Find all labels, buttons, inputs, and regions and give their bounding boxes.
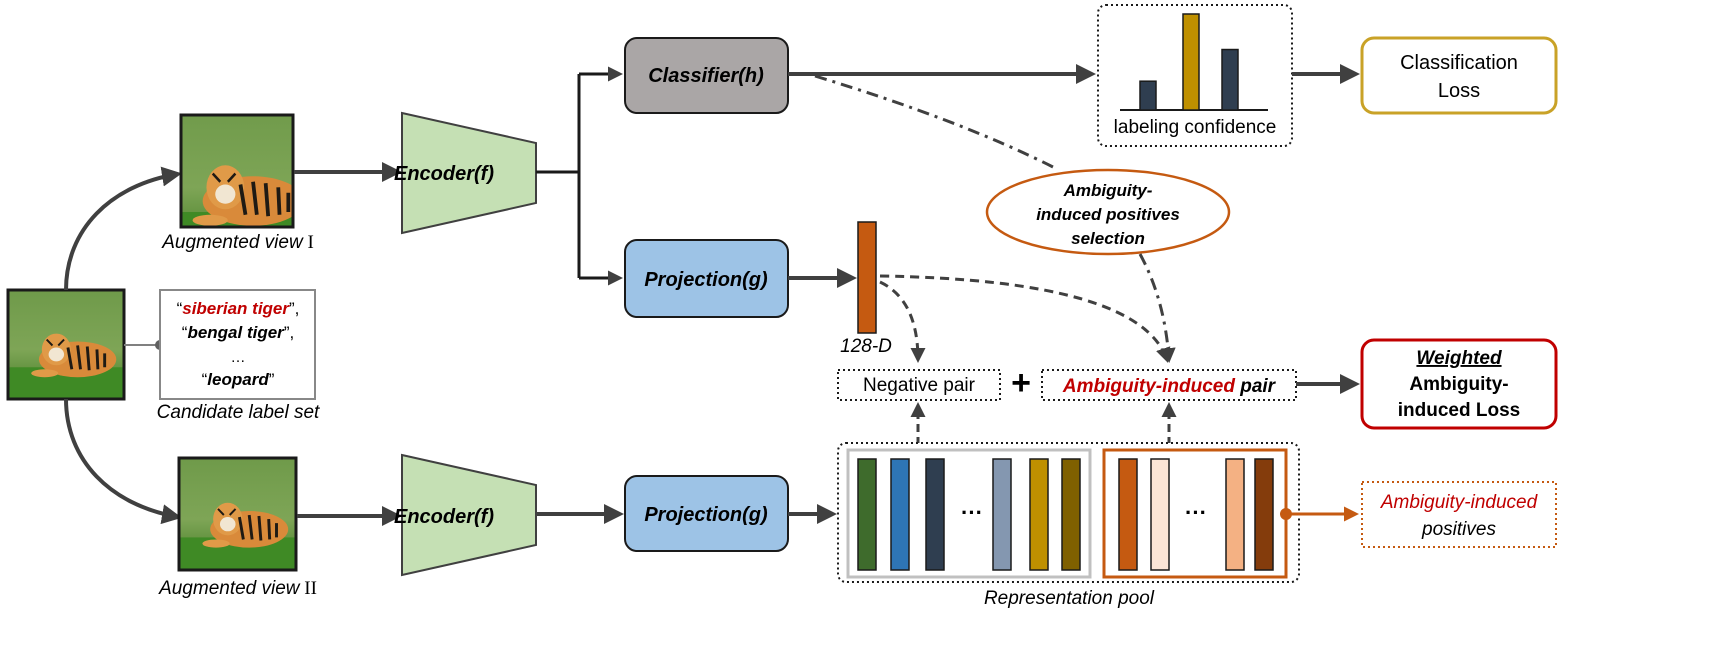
negative-pair-label: Negative pair <box>863 375 976 396</box>
pool-negative-bar <box>1029 458 1049 571</box>
weighted-loss-box <box>1360 338 1558 430</box>
encoder-2 <box>401 453 537 577</box>
pool-positives-ellipsis: ··· <box>1185 500 1207 525</box>
pool-negative-bars <box>857 458 1081 571</box>
positives-output-line-1: Ambiguity-induced <box>1380 492 1539 513</box>
pool-negatives-ellipsis: ··· <box>961 500 983 525</box>
dashdot-selection-to-pair <box>1138 253 1176 363</box>
pool-positive-bar <box>1254 458 1274 571</box>
augmented-view-2-caption: Augmented view II <box>158 578 317 599</box>
augmented-view-1-caption: Augmented view I <box>161 232 314 253</box>
augmented-view-2 <box>177 456 298 572</box>
input-image <box>6 288 126 401</box>
pool-positive-bar <box>1150 458 1170 571</box>
weighted-loss-line-2: Ambiguity- <box>1409 374 1508 395</box>
feature-dim-label: 128-D <box>840 336 892 357</box>
selection-line-1: Ambiguity- <box>1063 181 1153 200</box>
encoder-1-label: Encoder(f) <box>394 163 494 185</box>
projection-2-label: Projection(g) <box>644 504 768 526</box>
positives-output-box <box>1361 481 1557 548</box>
encoder-branch-connector <box>536 66 623 286</box>
dashed-feature-to-negative <box>879 280 926 363</box>
dashdot-classifier-to-selection <box>814 74 1056 170</box>
pool-positive-bar <box>1225 458 1245 571</box>
ambiguity-pair-label: Ambiguity-induced pair <box>1062 376 1277 397</box>
candidate-label-2: bengal tiger <box>187 323 285 342</box>
pool-negative-bar <box>857 458 877 571</box>
representation-pool-caption: Representation pool <box>984 588 1155 609</box>
positives-output-line-2: positives <box>1421 519 1496 540</box>
feature-vector <box>857 221 877 334</box>
projection-1-label: Projection(g) <box>644 269 768 291</box>
confidence-bar <box>1221 48 1239 111</box>
dashed-feature-to-ambiguity <box>879 274 1171 363</box>
pool-negatives-group <box>846 448 1092 579</box>
pool-negative-bar <box>992 458 1012 571</box>
pool-positive-bar <box>1118 458 1138 571</box>
encoder-2-label: Encoder(f) <box>394 506 494 528</box>
pool-positive-bars <box>1118 458 1274 571</box>
svg-text:“bengal tiger”,: “bengal tiger”, <box>182 323 294 342</box>
confidence-bar <box>1182 13 1200 111</box>
negative-pair-box <box>837 369 1001 401</box>
candidate-caption: Candidate label set <box>157 402 320 423</box>
ambiguity-selection-ellipse <box>985 168 1231 256</box>
pool-negative-bar <box>925 458 945 571</box>
arrow-input-to-view2 <box>64 398 182 525</box>
svg-text:“siberian tiger”,: “siberian tiger”, <box>177 299 300 318</box>
svg-text:“leopard”: “leopard” <box>202 370 275 389</box>
confidence-bar <box>1139 80 1157 111</box>
candidate-label-3: leopard <box>207 370 269 389</box>
selection-line-3: selection <box>1071 229 1145 248</box>
candidate-label-1: siberian tiger <box>182 299 290 318</box>
classification-loss-line-1: Classification <box>1400 52 1518 74</box>
positives-connector-dot <box>1280 508 1292 520</box>
classification-loss-line-2: Loss <box>1438 80 1480 102</box>
candidate-label-set: “siberian tiger”, “bengal tiger”, … “leo… <box>159 289 316 400</box>
encoder-1 <box>401 111 537 235</box>
augmented-view-1 <box>179 113 295 229</box>
ambiguity-pair-box <box>1041 369 1297 401</box>
classification-loss-box <box>1360 36 1558 115</box>
plus-sign: + <box>1011 364 1031 402</box>
arrow-input-to-view1 <box>64 166 182 291</box>
labeling-confidence-caption: labeling confidence <box>1114 117 1277 138</box>
candidate-ellipsis: … <box>231 349 246 366</box>
selection-line-2: induced positives <box>1036 205 1180 224</box>
weighted-loss-line-1: Weighted <box>1416 348 1502 369</box>
weighted-loss-line-3: induced Loss <box>1398 400 1520 421</box>
pool-negative-bar <box>1061 458 1081 571</box>
confidence-bars <box>1139 13 1239 111</box>
classifier-label: Classifier(h) <box>648 65 764 87</box>
pool-negative-bar <box>890 458 910 571</box>
